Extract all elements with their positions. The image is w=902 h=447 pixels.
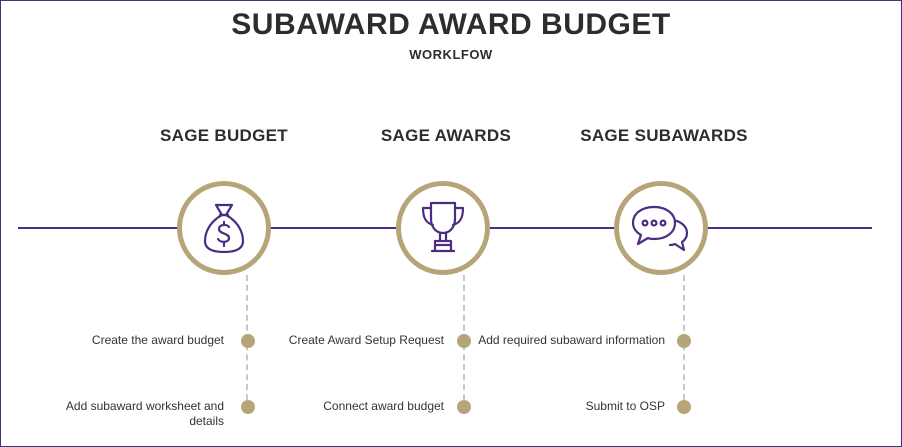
trophy-icon xyxy=(421,201,465,253)
step-dot xyxy=(677,400,691,414)
step-add-required-subaward-information: Add required subaward information xyxy=(478,333,665,347)
sage-awards-node xyxy=(396,181,490,275)
step-submit-to-osp: Submit to OSP xyxy=(585,399,665,413)
step-dot xyxy=(241,334,255,348)
diagram-title: SUBAWARD AWARD BUDGET xyxy=(231,8,671,41)
column-title-sage-awards: SAGE AWARDS xyxy=(380,126,512,145)
money-bag-icon xyxy=(203,203,245,254)
diagram-subtitle: WORKLFOW xyxy=(409,47,493,62)
step-dot xyxy=(241,400,255,414)
step-create-award-setup-request: Create Award Setup Request xyxy=(288,333,444,347)
sage-budget-node xyxy=(177,181,271,275)
step-dot xyxy=(457,400,471,414)
step-dot xyxy=(457,334,471,348)
sage-subawards-node xyxy=(614,181,708,275)
step-dot xyxy=(677,334,691,348)
step-add-subaward-worksheet: Add subaward worksheet and details xyxy=(65,399,224,428)
step-connect-award-budget: Connect award budget xyxy=(323,399,444,413)
column-title-sage-subawards: SAGE SUBAWARDS xyxy=(580,126,748,145)
chat-bubbles-icon xyxy=(631,205,689,252)
column-title-sage-budget: SAGE BUDGET xyxy=(160,126,288,145)
step-create-award-budget: Create the award budget xyxy=(91,333,224,347)
